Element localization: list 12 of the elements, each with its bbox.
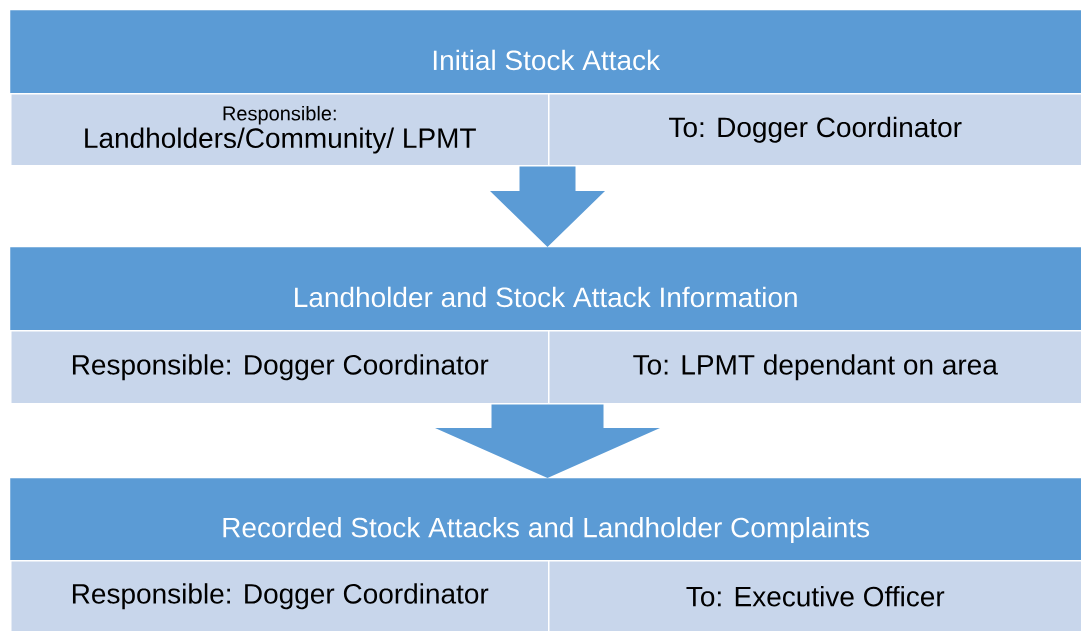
node-label: Responsible: Dogger Coordinator [72,583,489,610]
table-cell: To: LPMT dependant on area [548,330,1081,405]
header-band: Initial Stock Attack [10,10,1081,94]
header-band: Recorded Stock Attacks and Landholder Complaints [10,478,1081,561]
table-cell: To: Dogger Coordinator [548,93,1081,167]
header-band: Landholder and Stock Attack Information [10,247,1081,331]
table-cell: To: Executive Officer [548,560,1081,631]
block-arrow [435,404,660,478]
block-arrow [490,166,605,247]
table-cell: Responsible: Landholders/Community/ LPMT [10,93,550,167]
table-cell: Responsible: Dogger Coordinator [10,330,550,405]
table-cell: Responsible: Dogger Coordinator [10,560,550,631]
